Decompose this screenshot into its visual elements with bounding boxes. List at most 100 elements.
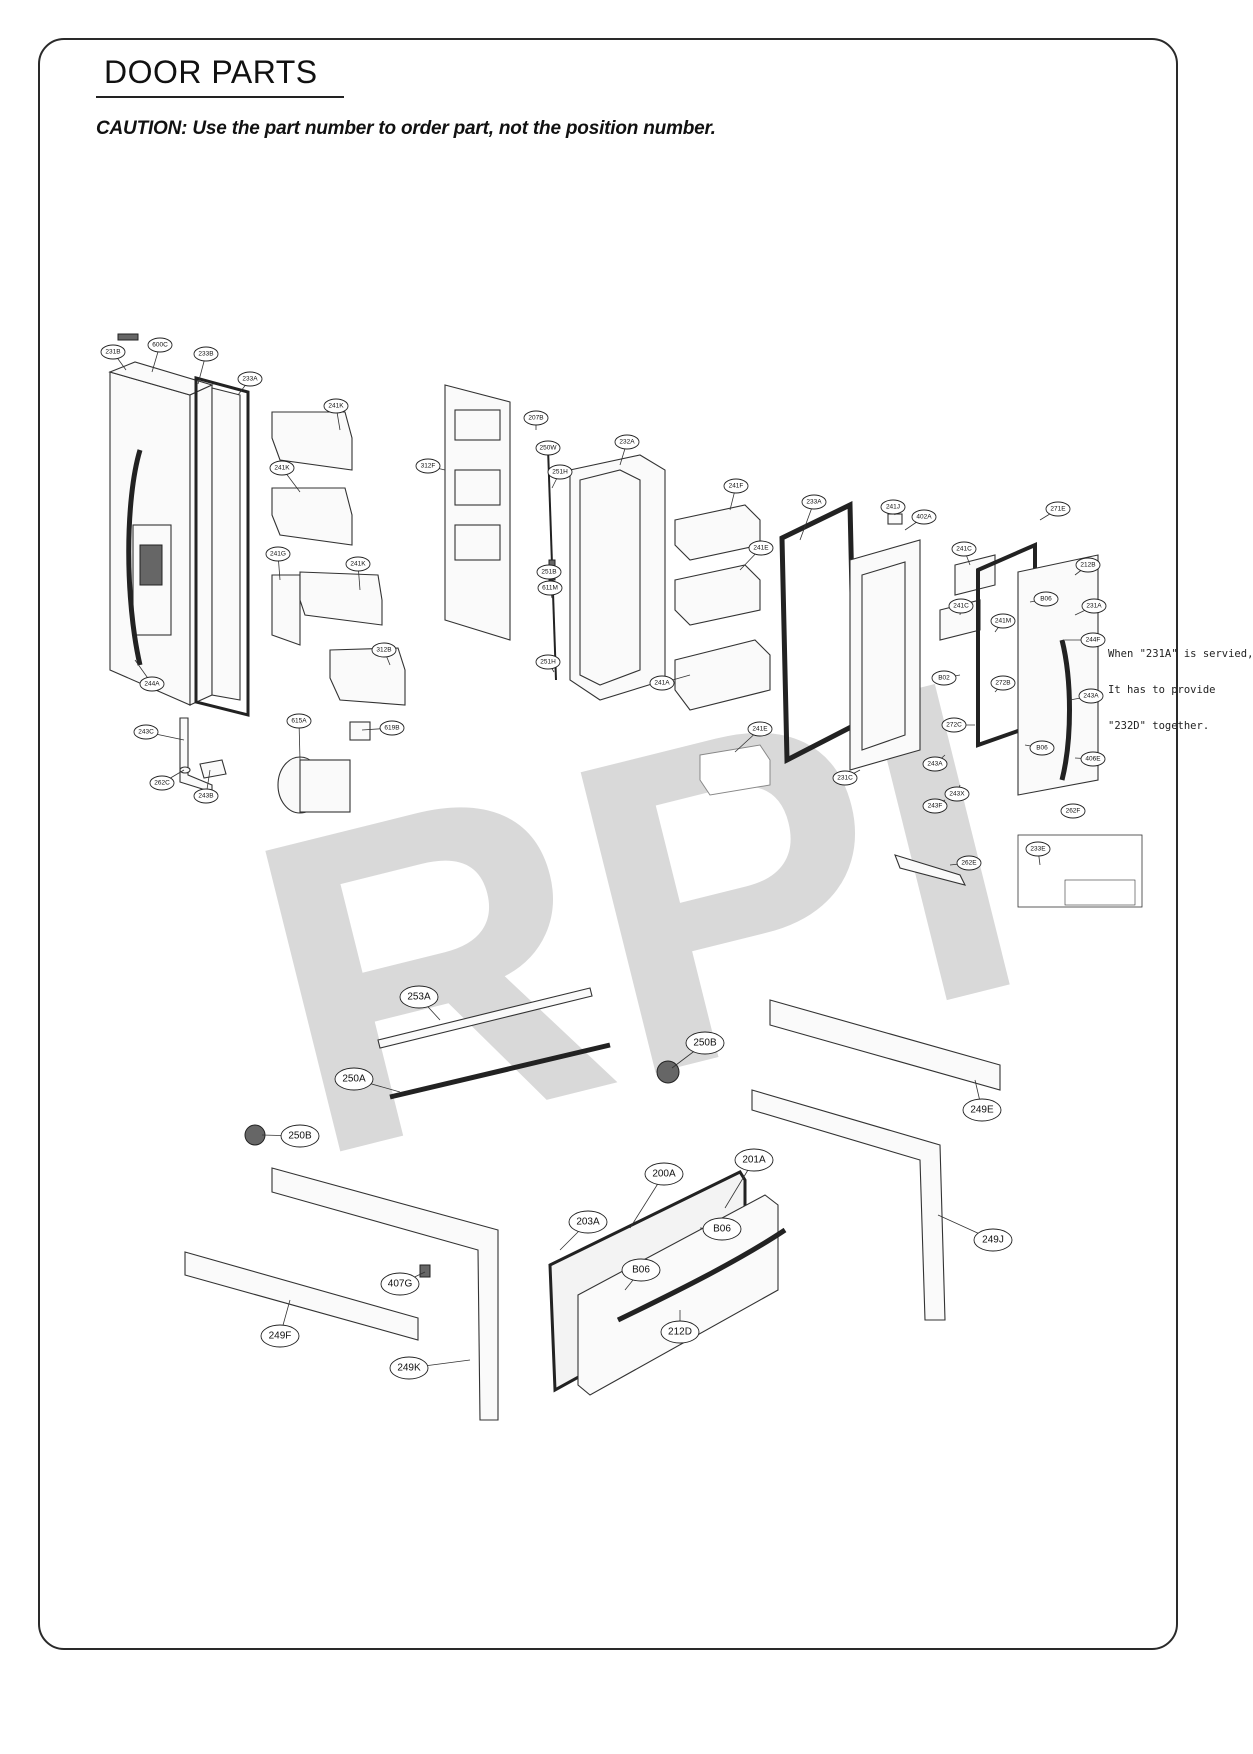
- clip-407g: [419, 1264, 431, 1278]
- upper-callout-label-31: 271E: [1050, 506, 1066, 513]
- upper-callout-bubble-38: [1075, 557, 1101, 573]
- upper-callout-label-35: 272B: [995, 680, 1010, 687]
- upper-callout-3: 233A: [237, 371, 263, 387]
- upper-callout-40: 231A: [1081, 598, 1107, 614]
- upper-callout-bubble-41: [1080, 632, 1106, 648]
- wrench-262e: [894, 854, 967, 886]
- lower-callout-9: 201A: [734, 1148, 774, 1172]
- panel-312f: [444, 384, 511, 641]
- upper-callout-label-13: 619B: [384, 725, 399, 732]
- upper-callout-label-29: 241J: [886, 504, 900, 511]
- upper-callout-bubble-32: [951, 541, 977, 557]
- upper-callout-11: 243B: [193, 788, 219, 804]
- upper-callout-44: 406E: [1080, 751, 1106, 767]
- lower-callout-bubble-9: [734, 1148, 774, 1172]
- lower-callout-label-14: 249J: [982, 1235, 1004, 1246]
- bin-241c-1: [954, 554, 996, 596]
- upper-callout-22: 232A: [614, 434, 640, 450]
- upper-callout-28: 231C: [832, 770, 858, 786]
- callout-layer: 231B600C233B233A241K241K241G241K312B243C…: [100, 337, 1107, 1380]
- right-door-handle: [1059, 639, 1072, 781]
- upper-callout-bubble-19: [536, 564, 562, 580]
- upper-callout-bubble-16: [523, 410, 549, 426]
- upper-callout-43: B06: [1029, 740, 1055, 756]
- upper-callout-4: 241K: [323, 398, 349, 414]
- upper-callout-label-50: 262E: [961, 860, 977, 867]
- upper-callout-label-30: 402A: [916, 514, 932, 521]
- lower-callout-3: 249E: [962, 1098, 1002, 1122]
- upper-callout-label-20: 611M: [542, 585, 558, 592]
- upper-callout-8: 312B: [371, 642, 397, 658]
- door-212b: [1017, 554, 1099, 796]
- upper-callout-12: 615A: [286, 713, 312, 729]
- upper-callout-label-17: 250W: [540, 445, 558, 452]
- frame-inner: [579, 469, 641, 686]
- washer-262c: [179, 766, 191, 774]
- upper-callout-17: 250W: [535, 440, 561, 456]
- lower-callout-bubble-11: [702, 1217, 742, 1241]
- upper-callout-45: 243A: [922, 756, 948, 772]
- upper-callout-25: 241A: [649, 675, 675, 691]
- lower-callout-bubble-8: [644, 1162, 684, 1186]
- lower-callout-label-2: 250B: [693, 1038, 717, 1049]
- inset-table: [1064, 879, 1136, 906]
- upper-callout-bubble-10: [149, 775, 175, 791]
- upper-callout-bubble-26: [747, 721, 773, 737]
- upper-callout-bubble-35: [990, 675, 1016, 691]
- upper-callout-33: 241C: [948, 598, 974, 614]
- upper-callout-bubble-49: [1025, 841, 1051, 857]
- lower-callout-label-9: 201A: [742, 1155, 766, 1166]
- upper-callout-bubble-0: [100, 344, 126, 360]
- upper-callout-41: 244F: [1080, 632, 1106, 648]
- lower-callout-label-6: 249F: [269, 1331, 292, 1342]
- lower-callout-5: 407G: [380, 1272, 420, 1296]
- upper-callout-31: 271E: [1045, 501, 1071, 517]
- upper-callout-label-47: 243F: [928, 803, 943, 810]
- upper-callout-32: 241C: [951, 541, 977, 557]
- upper-callout-bubble-20: [537, 580, 563, 596]
- upper-callout-bubble-6: [265, 546, 291, 562]
- left-door-side: [189, 384, 213, 706]
- page-title: DOOR PARTS: [104, 54, 318, 90]
- upper-callout-bubble-9: [133, 724, 159, 740]
- lower-callout-bubble-14: [973, 1228, 1013, 1252]
- upper-callout-label-28: 231C: [837, 775, 853, 782]
- upper-callout-label-14: 244A: [144, 681, 160, 688]
- upper-callout-15: 312F: [415, 458, 441, 474]
- lower-callout-bubble-7: [389, 1356, 429, 1380]
- upper-callout-label-32: 241C: [956, 546, 972, 553]
- dispenser-recess: [139, 544, 163, 586]
- upper-callout-label-21: 251H: [540, 659, 556, 666]
- lower-callout-bubble-4: [280, 1124, 320, 1148]
- lower-callout-bubble-12: [621, 1258, 661, 1282]
- right-door-assembly: [779, 501, 1099, 796]
- upper-callout-bubble-15: [415, 458, 441, 474]
- small-marker: [117, 333, 139, 341]
- upper-callout-label-48: 262F: [1066, 808, 1081, 815]
- lower-callout-label-7: 249K: [397, 1363, 421, 1374]
- lower-callout-bubble-5: [380, 1272, 420, 1296]
- upper-callout-5: 241K: [269, 460, 295, 476]
- upper-callout-7: 241K: [345, 556, 371, 572]
- bin-241g: [271, 574, 301, 646]
- upper-callout-bubble-36: [931, 670, 957, 686]
- upper-callout-bubble-11: [193, 788, 219, 804]
- drawer-handle-212d: [616, 1227, 787, 1323]
- upper-callout-label-18: 251H: [552, 469, 568, 476]
- lower-callout-label-8: 200A: [652, 1169, 676, 1180]
- drawer-front-201a: [577, 1194, 779, 1396]
- upper-callout-34: 241M: [990, 613, 1016, 629]
- clip-241j: [887, 513, 903, 525]
- upper-callout-bubble-14: [139, 676, 165, 692]
- upper-callout-bubble-25: [649, 675, 675, 691]
- upper-callout-bubble-42: [1078, 688, 1104, 704]
- upper-callout-bubble-12: [286, 713, 312, 729]
- upper-callout-bubble-37: [941, 717, 967, 733]
- upper-callout-label-33: 241C: [953, 603, 969, 610]
- service-note: When "231A" is servied, It has to provid…: [1108, 624, 1253, 744]
- upper-callout-20: 611M: [537, 580, 563, 596]
- lower-callout-label-0: 253A: [407, 992, 431, 1003]
- lower-callout-bubble-13: [660, 1320, 700, 1344]
- upper-callout-label-37: 272C: [946, 722, 962, 729]
- upper-callout-24: 241E: [748, 540, 774, 556]
